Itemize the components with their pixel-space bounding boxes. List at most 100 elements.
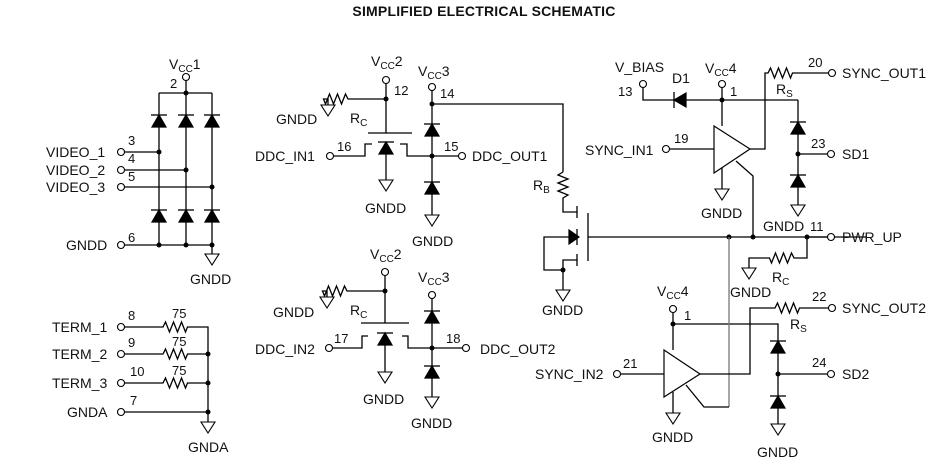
sync-out2-label: SYNC_OUT2: [842, 300, 926, 316]
gndd-label: GNDD: [542, 302, 583, 318]
term-2-pin[interactable]: [116, 349, 126, 359]
gndd-label: GNDD: [365, 200, 406, 216]
video-2-pin[interactable]: [116, 165, 126, 175]
ddc2-gate-line: [361, 275, 409, 324]
ddc1-gate-line: [368, 83, 412, 134]
sync2-rs-resistor: [700, 301, 829, 375]
sync-out1-pin[interactable]: [827, 68, 837, 78]
pin-11-number: 11: [810, 219, 824, 234]
sync1-rs-resistor: [750, 66, 829, 150]
sd1-pin[interactable]: [826, 149, 836, 159]
vcc1-rail: [158, 80, 213, 254]
gndd-label: GNDD: [190, 271, 231, 287]
vcc3-pin-1[interactable]: [427, 82, 437, 92]
sd2-pin[interactable]: [826, 369, 836, 379]
ground-icon: [424, 214, 440, 227]
ddc2-lower-clamp-diode-icon: [423, 365, 441, 379]
ddc-out1-label: DDC_OUT1: [472, 148, 548, 164]
term-2-resistor-value: 75: [172, 334, 186, 349]
pin-5-number: 5: [128, 169, 135, 184]
gndd-label: GNDD: [411, 415, 452, 431]
gnda-pin[interactable]: [116, 407, 126, 417]
gndd-label: GNDD: [652, 429, 693, 445]
sync-in1-pin[interactable]: [661, 144, 671, 154]
ground-icon: [714, 188, 730, 201]
power-mosfet-wiring: [543, 236, 866, 271]
ddc-in1-label: DDC_IN1: [255, 148, 315, 164]
pin-4-number: 4: [128, 151, 135, 166]
ground-icon: [770, 423, 786, 436]
ddc-in2-label: DDC_IN2: [255, 341, 315, 357]
sync-in2-pin[interactable]: [612, 369, 622, 379]
svg-text:VCC4: VCC4: [705, 60, 737, 79]
ddc1-rc-resistor: [322, 92, 386, 106]
ground-icon: [665, 412, 681, 425]
vcc3-pin-2[interactable]: [427, 290, 437, 300]
ddc1-lower-clamp-diode-icon: [423, 181, 441, 195]
pin-18-number: 18: [446, 331, 460, 346]
rb-label: RB: [533, 177, 550, 196]
pin-14-number: 14: [440, 86, 454, 101]
svg-text:VCC2: VCC2: [370, 246, 402, 265]
sync-in2-label: SYNC_IN2: [535, 366, 604, 382]
pin-8-number: 8: [128, 308, 135, 323]
vcc4-pin-2[interactable]: [668, 304, 678, 314]
sync-channel-1-section: V_BIAS 13 D1 VCC4 1 SYNC_IN1 19 GNDD RS …: [585, 55, 926, 237]
vcc4-pin-1[interactable]: [717, 79, 727, 89]
sync-out2-pin[interactable]: [827, 303, 837, 313]
video-3-pin[interactable]: [116, 182, 126, 192]
gndd-label: GNDD: [701, 205, 742, 221]
pwr-up-rc-resistor: [748, 237, 808, 268]
sd1-label: SD1: [842, 146, 869, 162]
vcc2-pin-1[interactable]: [381, 75, 391, 85]
pin-17-number: 17: [334, 331, 348, 346]
video1-lower-diode-icon: [150, 209, 168, 223]
term-1-resistor: [124, 320, 209, 410]
video-1-pin[interactable]: [116, 147, 126, 157]
ddc-out2-label: DDC_OUT2: [480, 341, 556, 357]
pin-15-number: 15: [444, 139, 458, 154]
svg-text:RS: RS: [790, 316, 807, 335]
vcc1-pin[interactable]: [181, 72, 191, 82]
ddc2-drain: [402, 335, 432, 349]
pwr-up-pin[interactable]: [826, 232, 836, 242]
svg-text:RC: RC: [772, 269, 789, 288]
term-1-pin[interactable]: [116, 322, 126, 332]
ground-icon: [790, 204, 806, 217]
sync1-upper-clamp-diode-icon: [789, 121, 807, 135]
vcc2-label-2: VCC2: [370, 246, 402, 265]
ddc1-source: [333, 143, 372, 157]
pin-3-number: 3: [128, 133, 135, 148]
ddc-out1-pin[interactable]: [457, 151, 467, 161]
ddc-in1-pin[interactable]: [325, 151, 335, 161]
ground-icon: [204, 253, 220, 266]
pin-1-number: 1: [730, 84, 737, 99]
termination-section: TERM_1 8 75 TERM_2 9 75 TERM_3 10 75 GND…: [52, 306, 229, 455]
pin-23-number: 23: [811, 136, 825, 151]
gndd-pin[interactable]: [116, 240, 126, 250]
gndd-label: GNDD: [273, 304, 314, 320]
ddc-in2-pin[interactable]: [324, 343, 334, 353]
ddc1-drain: [400, 143, 432, 157]
sync1-buffer-amplifier: [713, 124, 752, 175]
vcc2-pin-2[interactable]: [380, 267, 390, 277]
ddc-channel-1-section: VCC2 12 GNDD RC DDC_IN1 16 GNDD VCC3 14 …: [255, 53, 564, 249]
ddc-out2-pin[interactable]: [461, 343, 471, 353]
rc-label: RC: [350, 110, 367, 129]
term-3-pin[interactable]: [116, 378, 126, 388]
sync-channel-2-section: VCC4 1 SYNC_IN2 21 GNDD RS 22 SYNC_OUT2 …: [535, 237, 926, 460]
d1-label: D1: [672, 70, 690, 86]
svg-text:VCC2: VCC2: [371, 53, 403, 72]
pin-10-number: 10: [130, 364, 144, 379]
v-bias-pin[interactable]: [638, 79, 648, 89]
svg-text:RC: RC: [350, 110, 367, 129]
gndd-label: GNDD: [276, 111, 317, 127]
sync2-enable-wire: [685, 384, 729, 408]
rc-label-3: RC: [772, 269, 789, 288]
ground-icon: [320, 104, 336, 117]
d1-diode-icon: [672, 91, 687, 109]
pin-2-number: 2: [170, 76, 177, 91]
ground-icon: [377, 371, 393, 384]
gndd-label: GNDD: [757, 444, 798, 460]
gndd-pin-label: GNDD: [66, 237, 107, 253]
